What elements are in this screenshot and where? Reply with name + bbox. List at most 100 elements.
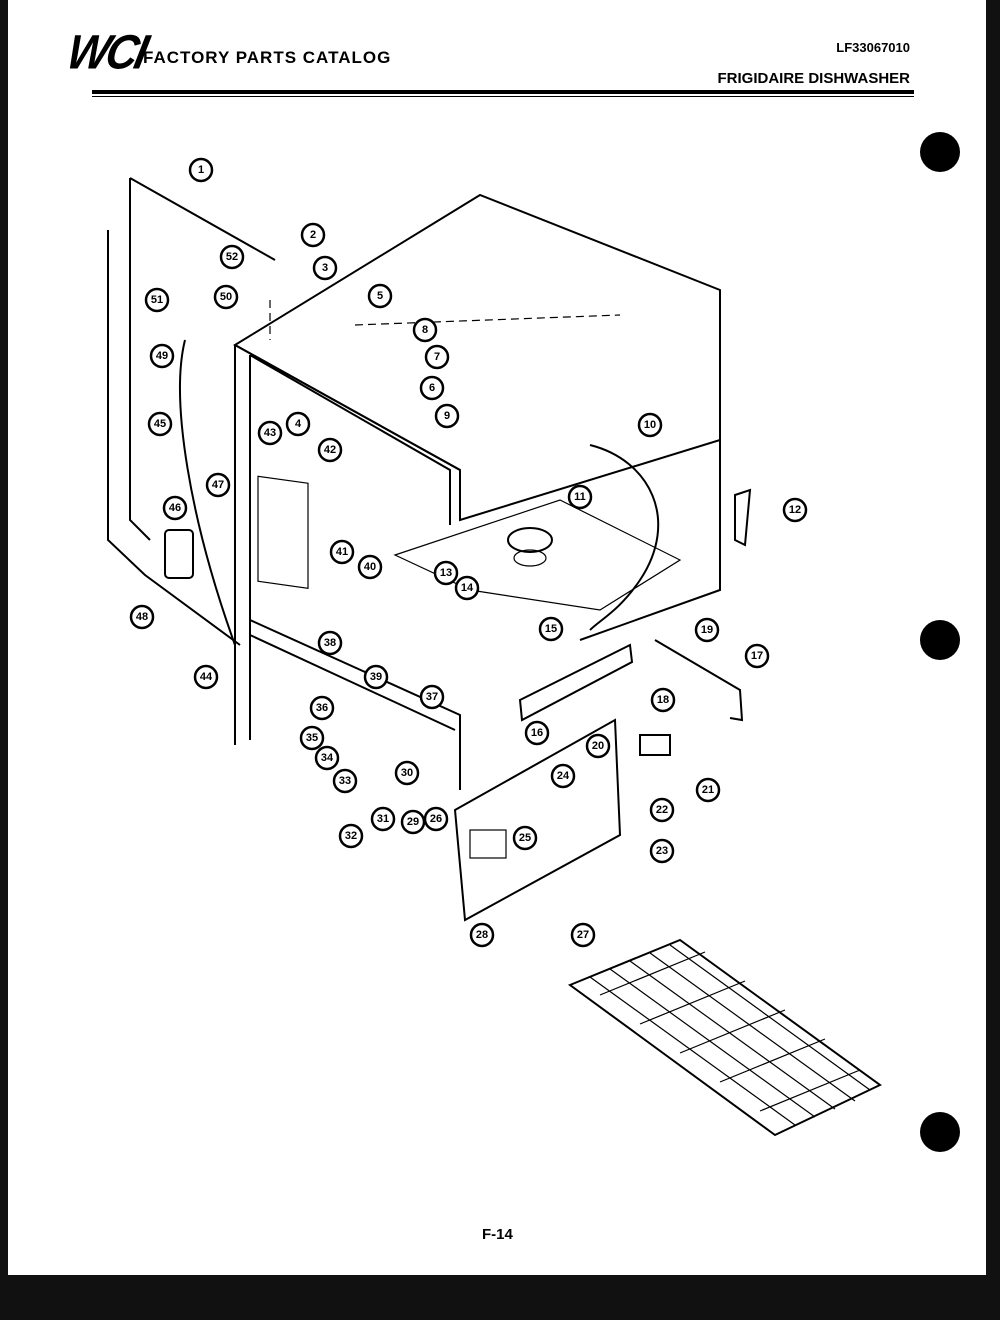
callout-5: 5 — [367, 283, 393, 309]
callout-label: 24 — [557, 770, 570, 782]
callout-circle — [144, 287, 170, 313]
callout-label: 31 — [377, 813, 389, 825]
callout-label: 45 — [154, 418, 166, 430]
callout-circle — [694, 617, 720, 643]
dish-rack — [567, 938, 882, 1137]
tub-drawing — [107, 177, 882, 1137]
callout-circle — [299, 725, 325, 751]
callout-label: 37 — [426, 691, 438, 703]
callout-label: 6 — [429, 382, 435, 394]
callout-label: 26 — [430, 813, 442, 825]
callout-46: 46 — [162, 495, 188, 521]
callout-label: 33 — [339, 775, 351, 787]
callout-label: 22 — [656, 804, 668, 816]
callout-31: 31 — [370, 806, 396, 832]
callout-circle — [357, 554, 383, 580]
callout-14: 14 — [454, 575, 480, 601]
callout-20: 20 — [585, 733, 611, 759]
callout-35: 35 — [299, 725, 325, 751]
callout-24: 24 — [550, 763, 576, 789]
model-number: LF33067010 — [836, 40, 910, 55]
callout-circle — [367, 283, 393, 309]
callout-label: 43 — [264, 427, 276, 439]
callout-7: 7 — [424, 344, 450, 370]
callout-circle — [400, 809, 426, 835]
callout-circle — [147, 411, 173, 437]
callout-circle — [570, 922, 596, 948]
callout-label: 44 — [200, 671, 213, 683]
callout-label: 10 — [644, 419, 656, 431]
callout-38: 38 — [317, 630, 343, 656]
callout-48: 48 — [129, 604, 155, 630]
callout-label: 2 — [310, 229, 316, 241]
callout-label: 11 — [574, 491, 586, 503]
callout-51: 51 — [144, 287, 170, 313]
callout-label: 50 — [220, 291, 232, 303]
callout-circle — [419, 684, 445, 710]
callout-45: 45 — [147, 411, 173, 437]
callout-label: 18 — [657, 694, 669, 706]
callout-circle — [649, 797, 675, 823]
callout-circle — [129, 604, 155, 630]
callout-circle — [550, 763, 576, 789]
callout-label: 42 — [324, 444, 336, 456]
sheet: WCI FACTORY PARTS CATALOG LF33067010 FRI… — [8, 0, 986, 1275]
callout-circle — [317, 437, 343, 463]
callout-circle — [332, 768, 358, 794]
callout-circle — [423, 806, 449, 832]
callout-label: 48 — [136, 611, 148, 623]
callout-3: 3 — [312, 255, 338, 281]
callout-label: 41 — [336, 546, 348, 558]
callout-circle — [434, 403, 460, 429]
callout-label: 1 — [198, 164, 204, 176]
callout-circle — [188, 157, 214, 183]
punch-hole — [920, 620, 960, 660]
callout-34: 34 — [314, 745, 340, 771]
callout-25: 25 — [512, 825, 538, 851]
callout-21: 21 — [695, 777, 721, 803]
callout-36: 36 — [309, 695, 335, 721]
callout-circle — [314, 745, 340, 771]
callout-circle — [162, 495, 188, 521]
callout-label: 28 — [476, 929, 488, 941]
callout-13: 13 — [433, 560, 459, 586]
callout-16: 16 — [524, 720, 550, 746]
callout-circle — [213, 284, 239, 310]
callout-circle — [219, 244, 245, 270]
callout-2: 2 — [300, 222, 326, 248]
callout-label: 47 — [212, 479, 224, 491]
callout-label: 21 — [702, 784, 714, 796]
callout-37: 37 — [419, 684, 445, 710]
callout-label: 15 — [545, 623, 557, 635]
callout-circle — [149, 343, 175, 369]
callout-circle — [309, 695, 335, 721]
callout-28: 28 — [469, 922, 495, 948]
callout-circle — [205, 472, 231, 498]
punch-hole — [920, 1112, 960, 1152]
callout-44: 44 — [193, 664, 219, 690]
callout-circle — [782, 497, 808, 523]
callout-10: 10 — [637, 412, 663, 438]
callout-label: 9 — [444, 410, 450, 422]
callout-label: 34 — [321, 752, 334, 764]
callout-label: 40 — [364, 561, 376, 573]
callout-15: 15 — [538, 616, 564, 642]
callout-39: 39 — [363, 664, 389, 690]
callout-label: 19 — [701, 624, 713, 636]
callout-label: 30 — [401, 767, 413, 779]
callout-11: 11 — [567, 484, 593, 510]
callout-label: 3 — [322, 262, 328, 274]
callout-23: 23 — [649, 838, 675, 864]
callout-41: 41 — [329, 539, 355, 565]
callout-49: 49 — [149, 343, 175, 369]
punch-hole — [920, 132, 960, 172]
callout-label: 29 — [407, 816, 419, 828]
callout-17: 17 — [744, 643, 770, 669]
callout-circle — [585, 733, 611, 759]
callout-circle — [524, 720, 550, 746]
callout-40: 40 — [357, 554, 383, 580]
callout-circle — [538, 616, 564, 642]
callout-circle — [300, 222, 326, 248]
